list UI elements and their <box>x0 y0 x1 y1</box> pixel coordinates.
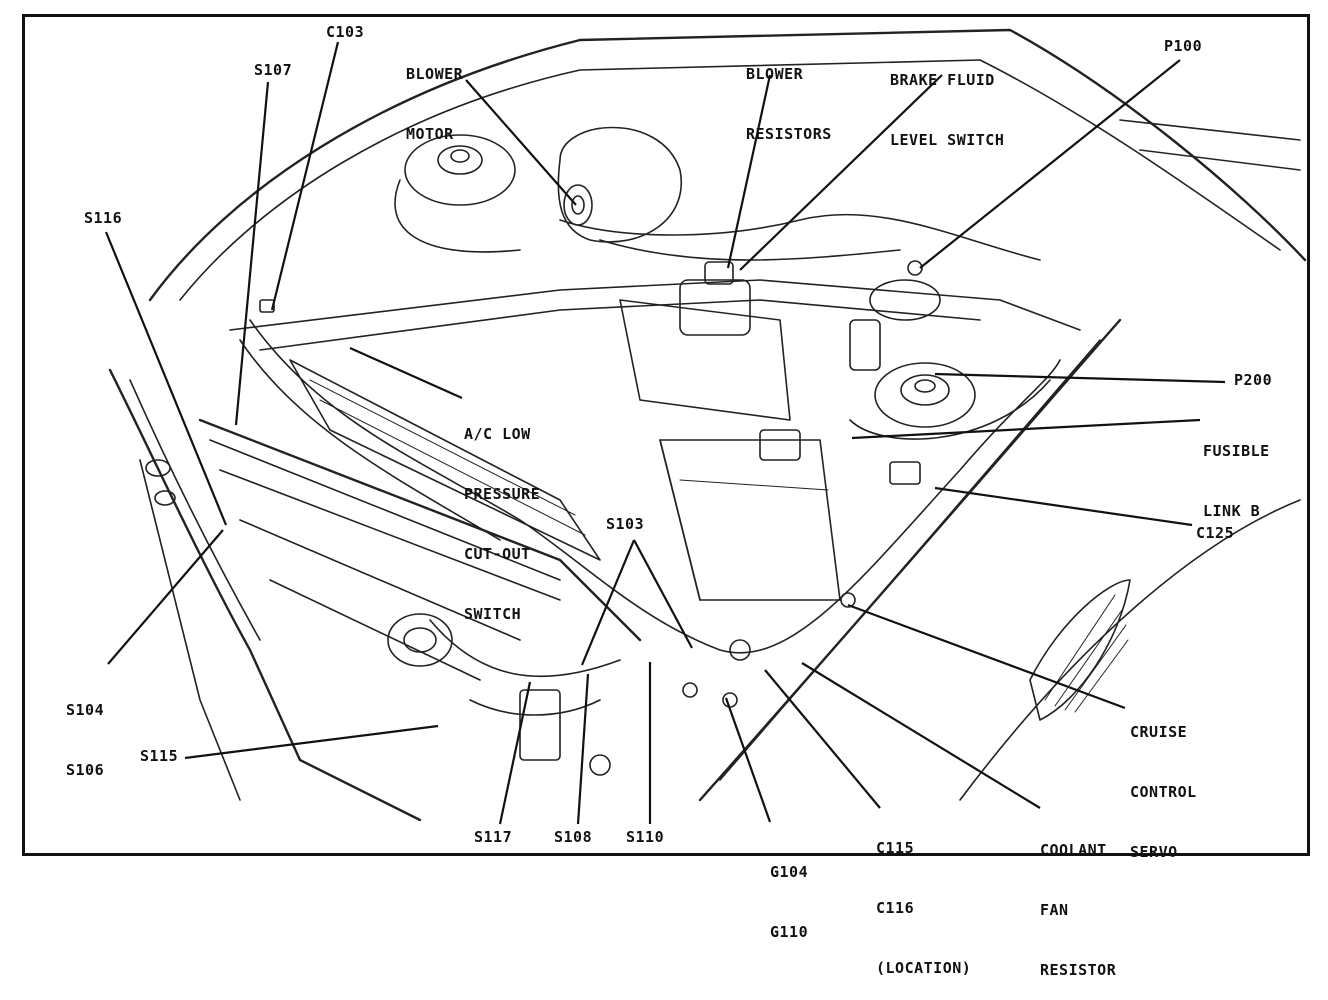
label-s110: S110 <box>626 828 665 846</box>
label-blower-motor: BLOWER MOTOR <box>406 65 464 143</box>
label-g104-g110: G104 G110 <box>770 863 809 941</box>
label-s116: S116 <box>84 209 123 227</box>
engine-compartment-illustration <box>104 28 1307 825</box>
label-coolant-fan-resistor: COOLANT FAN RESISTOR <box>1040 841 1117 979</box>
label-s103: S103 <box>606 515 645 533</box>
label-c103: C103 <box>326 23 365 41</box>
label-blower-resistors: BLOWER RESISTORS <box>746 65 832 143</box>
label-s115: S115 <box>140 747 179 765</box>
label-s104-s106: S104 S106 <box>66 701 105 779</box>
label-p100: P100 <box>1164 37 1203 55</box>
label-p200: P200 <box>1234 371 1273 389</box>
label-s117: S117 <box>474 828 513 846</box>
engine-bay-sketch <box>108 28 1307 822</box>
label-s108: S108 <box>554 828 593 846</box>
callout-leaders <box>104 41 1226 825</box>
label-cruise-control-servo: CRUISE CONTROL SERVO <box>1130 723 1197 861</box>
label-s107: S107 <box>254 61 293 79</box>
label-fusible-link-b: FUSIBLE LINK B <box>1203 442 1270 520</box>
label-brake-fluid-level-switch: BRAKE FLUID LEVEL SWITCH <box>890 71 1005 149</box>
label-c115-c116-location: C115 C116 (LOCATION) <box>876 839 972 977</box>
label-ac-low-pressure-switch: A/C LOW PRESSURE CUT-OUT SWITCH <box>464 425 541 623</box>
label-c125: C125 <box>1196 524 1235 542</box>
